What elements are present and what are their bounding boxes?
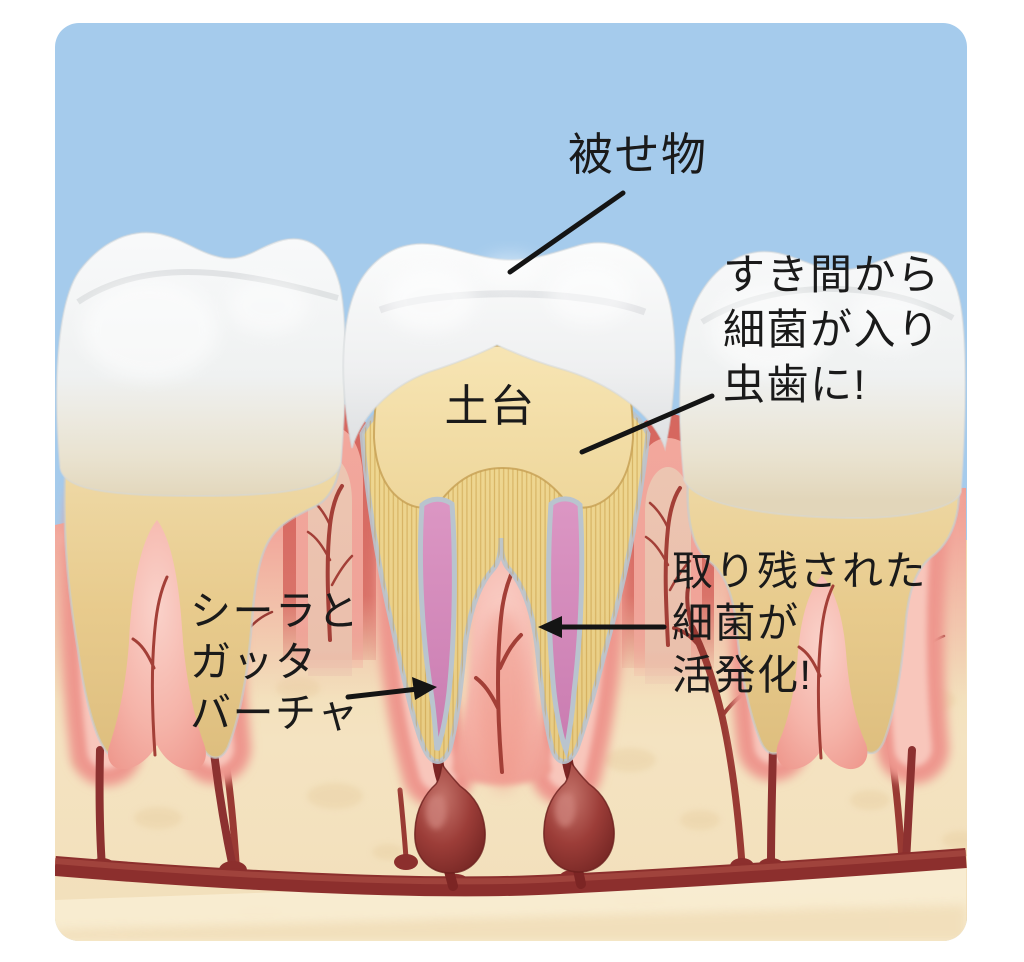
svg-text:すき間から: すき間から (723, 251, 941, 298)
leader-line-crown (507, 190, 626, 275)
pulp-wedge-shade (477, 610, 529, 790)
root-canal-filling-left (417, 496, 457, 751)
annotations: 被せ物 すき間から 細菌が入り 虫歯に! 土台 シーラと ガッタ バーチャ 取り… (190, 129, 941, 736)
svg-text:細菌が: 細菌が (672, 600, 800, 646)
label-crown: 被せ物 (568, 129, 708, 180)
left-wedge-vessel (131, 575, 169, 757)
label-core: 土台 (445, 382, 536, 431)
svg-text:ガッタ: ガッタ (190, 639, 318, 685)
label-bacteria: 取り残された 細菌が 活発化! (672, 548, 927, 698)
center-tooth-crown-cap (342, 241, 676, 452)
periapical-abscess-right (543, 744, 615, 889)
left-tooth-root-wedge (107, 520, 206, 771)
svg-text:シーラと: シーラと (190, 588, 360, 634)
arrow-sealer (345, 677, 437, 700)
periapical-abscess-left (414, 746, 486, 891)
right-tooth (686, 443, 962, 770)
svg-text:細菌が入り: 細菌が入り (723, 306, 941, 353)
arrow-bacteria (538, 616, 667, 638)
right-wedge-vessel (797, 584, 835, 760)
label-sealer: シーラと ガッタ バーチャ (190, 588, 360, 736)
svg-text:活発化!: 活発化! (672, 652, 812, 698)
label-gap: すき間から 細菌が入り 虫歯に! (723, 251, 941, 408)
svg-text:取り残された: 取り残された (672, 548, 927, 594)
papilla-vessels (306, 484, 692, 647)
center-wedge-vessel (474, 564, 523, 774)
svg-text:バーチャ: バーチャ (190, 690, 360, 736)
bone-bottom-strip (55, 905, 966, 941)
left-tooth (63, 438, 343, 771)
right-tooth-crown (678, 250, 967, 520)
root-tip-vessels (95, 743, 916, 872)
svg-text:虫歯に!: 虫歯に! (723, 361, 867, 408)
right-tooth-root-wedge (776, 575, 868, 770)
leader-line-gap (579, 393, 715, 455)
left-tooth-crown (55, 231, 347, 498)
